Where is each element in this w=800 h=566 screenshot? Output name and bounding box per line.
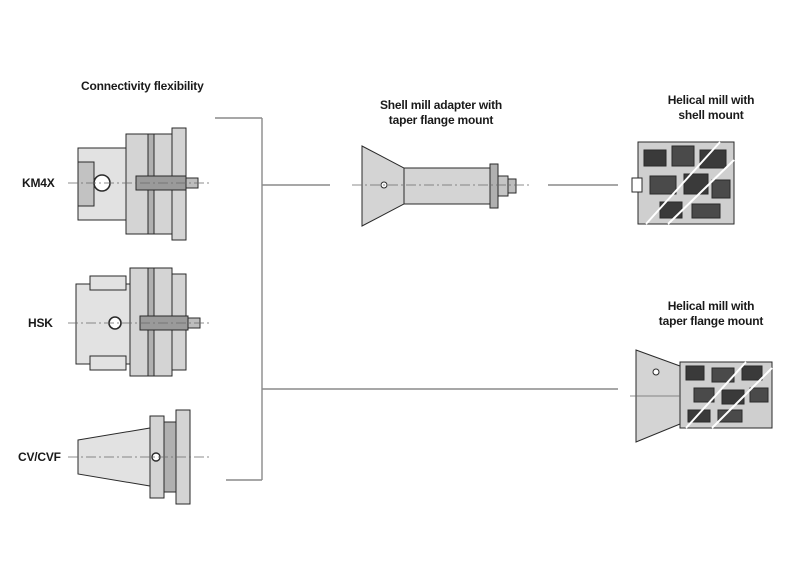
label-helical-mill-taper: Helical mill with taper flange mount xyxy=(658,299,764,329)
label-helical-mill-shell: Helical mill with shell mount xyxy=(668,93,755,123)
label-shell-mill-adapter: Shell mill adapter with taper flange mou… xyxy=(380,98,502,128)
label-shell-mill-adapter-line1: Shell mill adapter with xyxy=(379,98,503,112)
label-helical-mill-shell-line1: Helical mill with xyxy=(667,93,755,107)
label-shell-mill-adapter-line2: taper flange mount xyxy=(388,113,494,127)
connector-lines xyxy=(215,117,618,481)
label-cv-cvf: CV/CVF xyxy=(18,450,61,464)
helical-mill-taper-drawing xyxy=(630,349,773,443)
cv-holder-drawing xyxy=(68,409,212,505)
hsk-holder-drawing xyxy=(68,267,212,377)
label-helical-mill-shell-line2: shell mount xyxy=(678,108,744,122)
km4x-holder-drawing xyxy=(68,127,212,241)
label-helical-mill-taper-line1: Helical mill with xyxy=(667,299,755,313)
shell-mill-adapter-drawing xyxy=(352,145,532,227)
label-km4x: KM4X xyxy=(22,176,55,190)
helical-mill-shell-drawing xyxy=(631,141,735,225)
title-connectivity-flexibility: Connectivity flexibility xyxy=(81,79,204,93)
label-hsk: HSK xyxy=(28,316,53,330)
label-helical-mill-taper-line2: taper flange mount xyxy=(658,314,764,328)
